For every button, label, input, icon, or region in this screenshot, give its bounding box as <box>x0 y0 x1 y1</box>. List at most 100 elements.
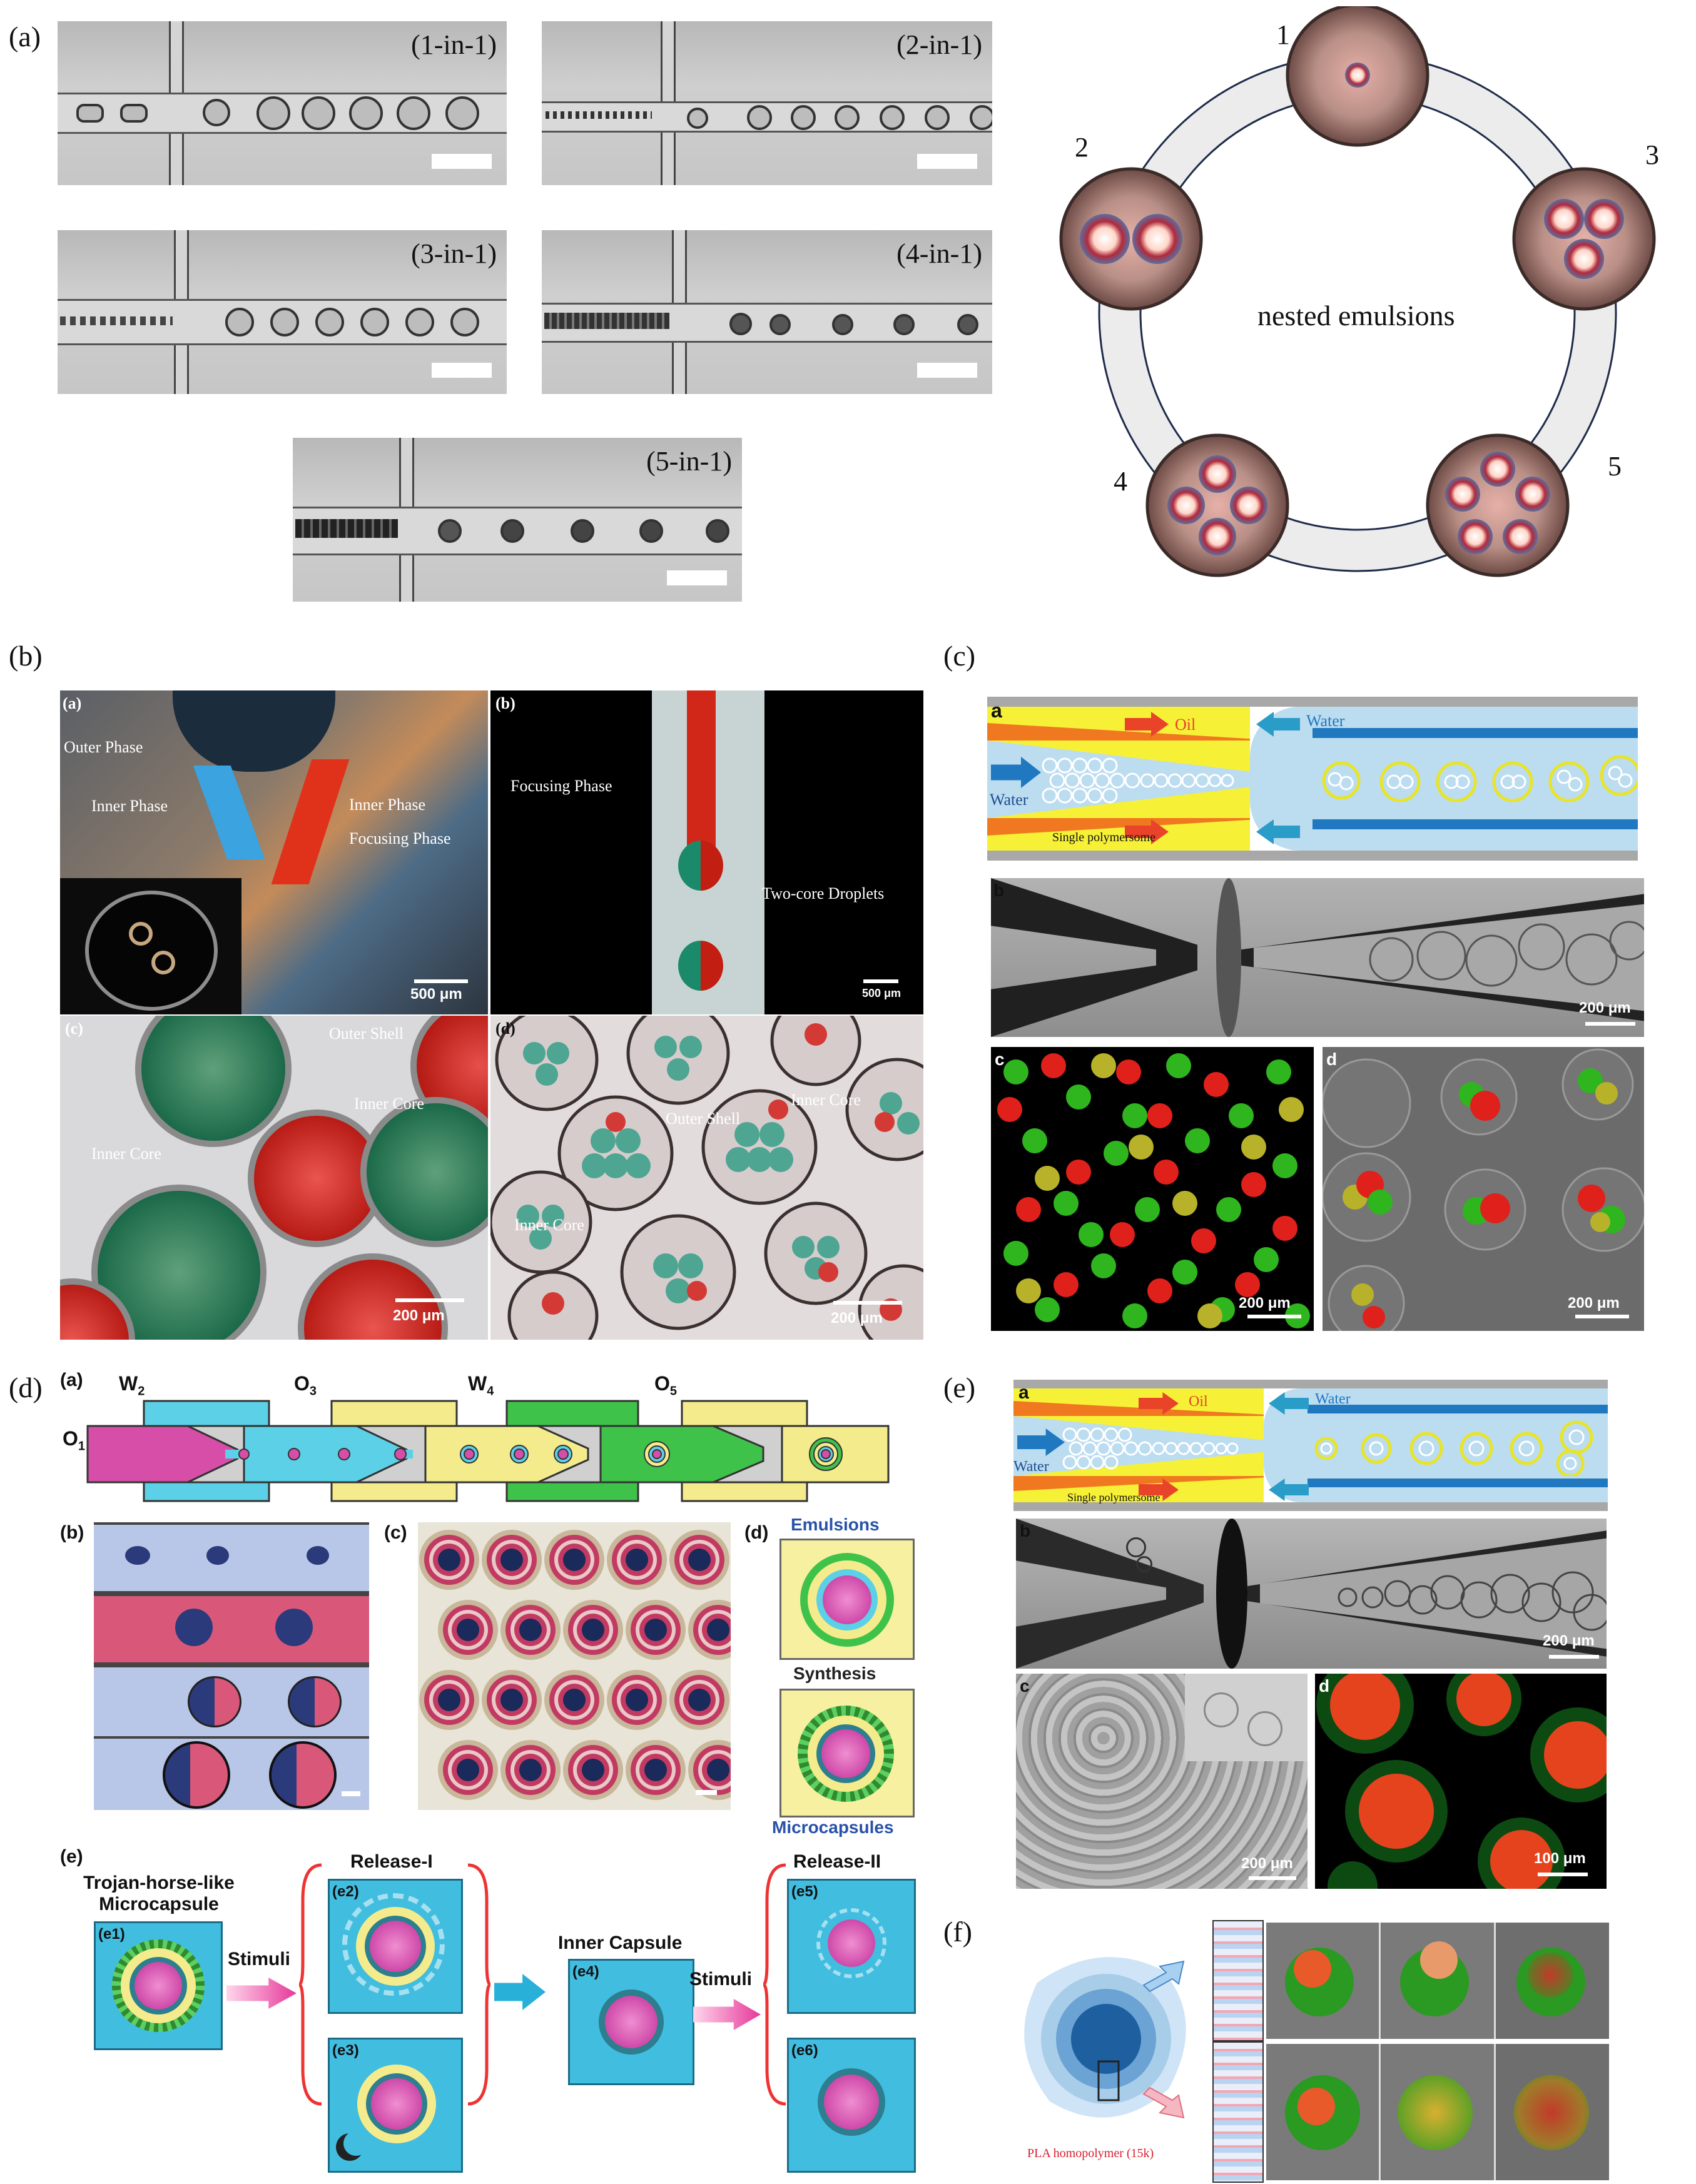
d-phase-w4: W4 <box>468 1372 494 1398</box>
micrograph-tag-4: (4-in-1) <box>896 238 982 269</box>
e-sub-b: b <box>1020 1521 1031 1540</box>
b-panel-d: (d) Outer Shell Inner Core Inner Core 20… <box>490 1016 923 1340</box>
e-panel-b: b 200 μm <box>1016 1519 1607 1669</box>
e-c-scale: 200 μm <box>1241 1855 1293 1872</box>
b-panel-a: (a) Outer Phase Inner Phase Inner Phase … <box>60 690 488 1014</box>
d-stimuli-2: Stimuli <box>689 1969 753 1989</box>
e-sub-c: c <box>1020 1676 1030 1696</box>
d-legend-emulsions: Emulsions <box>791 1515 880 1534</box>
capsule-ring <box>707 1759 729 1781</box>
b-sub-b: (b) <box>495 694 515 712</box>
c-d-scale: 200 μm <box>1568 1295 1620 1312</box>
d-sub-b: (b) <box>60 1522 84 1543</box>
f-strip-top <box>1212 1920 1264 2041</box>
ring-number-1: 1 <box>1276 19 1290 50</box>
e-b-scale: 200 μm <box>1543 1632 1595 1649</box>
micrograph-4-in-1: (4-in-1) <box>542 230 992 394</box>
micrograph-tag-3: (3-in-1) <box>411 238 497 269</box>
d-arrow-stimuli-2 <box>693 1999 761 2030</box>
d-emulsion-box <box>779 1539 915 1660</box>
d-phase-o5: O5 <box>654 1372 678 1398</box>
d-flow-e2: (e2) <box>328 1879 463 2014</box>
capsule-ring <box>626 1549 648 1571</box>
d-arrow-inner <box>494 1974 546 2010</box>
d-phase-o1: O1 <box>63 1427 86 1453</box>
d-release-2: Release-II <box>793 1851 881 1872</box>
c-c-scale: 200 μm <box>1239 1295 1291 1312</box>
capsule-ring <box>688 1549 711 1571</box>
ring-number-3: 3 <box>1645 139 1659 170</box>
c-sub-d: d <box>1326 1049 1338 1069</box>
panel-label-d: (d) <box>9 1372 43 1403</box>
b-panel-b: (b) Focusing Phase Two-core Droplets 500… <box>490 690 923 1014</box>
c-sub-a: a <box>991 699 1002 722</box>
d-flow-e3: (e3) <box>328 2038 463 2173</box>
b-a-focusing-phase: Focusing Phase <box>349 829 451 847</box>
capsule-ring <box>438 1689 460 1711</box>
ring-number-5: 5 <box>1608 451 1622 482</box>
b-c-scale: 200 μm <box>393 1307 445 1324</box>
capsule-ring <box>644 1619 667 1641</box>
e-single-polymersome: Single polymersome <box>1067 1491 1160 1504</box>
e-sub-d: d <box>1319 1676 1330 1696</box>
c-sub-c: c <box>995 1049 1005 1069</box>
e-schematic: a Oil Water Water Single polymersome <box>1013 1376 1614 1515</box>
f-strip-bottom <box>1212 2041 1264 2183</box>
micrograph-tag-5: (5-in-1) <box>646 446 732 477</box>
b-b-focusing-phase: Focusing Phase <box>510 777 612 795</box>
b-d-inner-core-1: Inner Core <box>791 1091 861 1109</box>
b-panel-c: (c) Outer Shell Inner Core Inner Core 20… <box>60 1016 488 1340</box>
panel-label-b: (b) <box>9 640 43 672</box>
c-panel-b: b 200 μm <box>991 878 1644 1037</box>
capsule-ring <box>438 1549 460 1571</box>
capsule-ring <box>519 1759 542 1781</box>
d-inner-capsule: Inner Capsule <box>558 1933 683 1953</box>
b-c-outer-shell: Outer Shell <box>329 1024 404 1043</box>
d-brace-right <box>467 1863 490 2106</box>
capsule-ring <box>626 1689 648 1711</box>
capsule-ring <box>688 1689 711 1711</box>
micrograph-1-in-1: (1-in-1) <box>58 21 507 185</box>
c-panel-d: d 200 μm <box>1323 1047 1644 1331</box>
micrograph-2-in-1: (2-in-1) <box>542 21 992 185</box>
f-pla-label: PLA homopolymer (15k) <box>1027 2146 1154 2160</box>
b-a-outer-phase: Outer Phase <box>64 738 143 756</box>
f-images-top <box>1266 1923 1609 2039</box>
d-legend-microcapsules: Microcapsules <box>772 1817 894 1837</box>
c-oil-label: Oil <box>1175 715 1196 734</box>
panel-label-e: (e) <box>943 1372 976 1403</box>
e-oil-label: Oil <box>1189 1393 1208 1410</box>
d-legend-synthesis: Synthesis <box>793 1664 876 1683</box>
micrograph-tag-2: (2-in-1) <box>896 29 982 60</box>
micrograph-3-in-1: (3-in-1) <box>58 230 507 394</box>
c-water-label-left: Water <box>990 791 1028 809</box>
b-d-inner-core-2: Inner Core <box>514 1216 584 1234</box>
d-sub-e: (e) <box>60 1846 83 1867</box>
panel-label-c: (c) <box>943 640 976 672</box>
panel-label-f: (f) <box>943 1916 972 1948</box>
c-schematic: a Oil Water Water Single polymersome <box>987 690 1644 866</box>
ring-number-4: 4 <box>1114 466 1127 497</box>
d-sub-a: (a) <box>60 1370 83 1390</box>
panel-label-a: (a) <box>9 21 41 53</box>
d-stimuli-1: Stimuli <box>228 1949 291 1969</box>
d-flow-e6: (e6) <box>787 2038 916 2173</box>
b-a-inner-phase-2: Inner Phase <box>349 796 426 814</box>
b-b-scale: 500 μm <box>862 987 901 999</box>
b-c-inner-core-1: Inner Core <box>354 1095 424 1113</box>
c-b-scale: 200 μm <box>1579 999 1631 1016</box>
d-arrow-stimuli-1 <box>226 1978 297 2009</box>
b-a-inner-phase-1: Inner Phase <box>91 797 168 815</box>
f-schematic <box>1024 1957 1186 2119</box>
c-single-polymersome: Single polymersome <box>1052 831 1155 844</box>
capsule-ring <box>563 1689 586 1711</box>
c-water-label-right: Water <box>1306 712 1345 730</box>
capsule-ring <box>563 1549 586 1571</box>
c-panel-c: c 200 μm <box>991 1047 1314 1331</box>
b-b-two-core-droplets: Two-core Droplets <box>762 884 885 902</box>
d-microcapsule-box <box>779 1689 915 1817</box>
d-panel-c <box>418 1522 731 1810</box>
capsule-ring <box>644 1759 667 1781</box>
nested-emulsions-ring <box>1059 6 1656 577</box>
e-water-label-right: Water <box>1315 1391 1351 1407</box>
